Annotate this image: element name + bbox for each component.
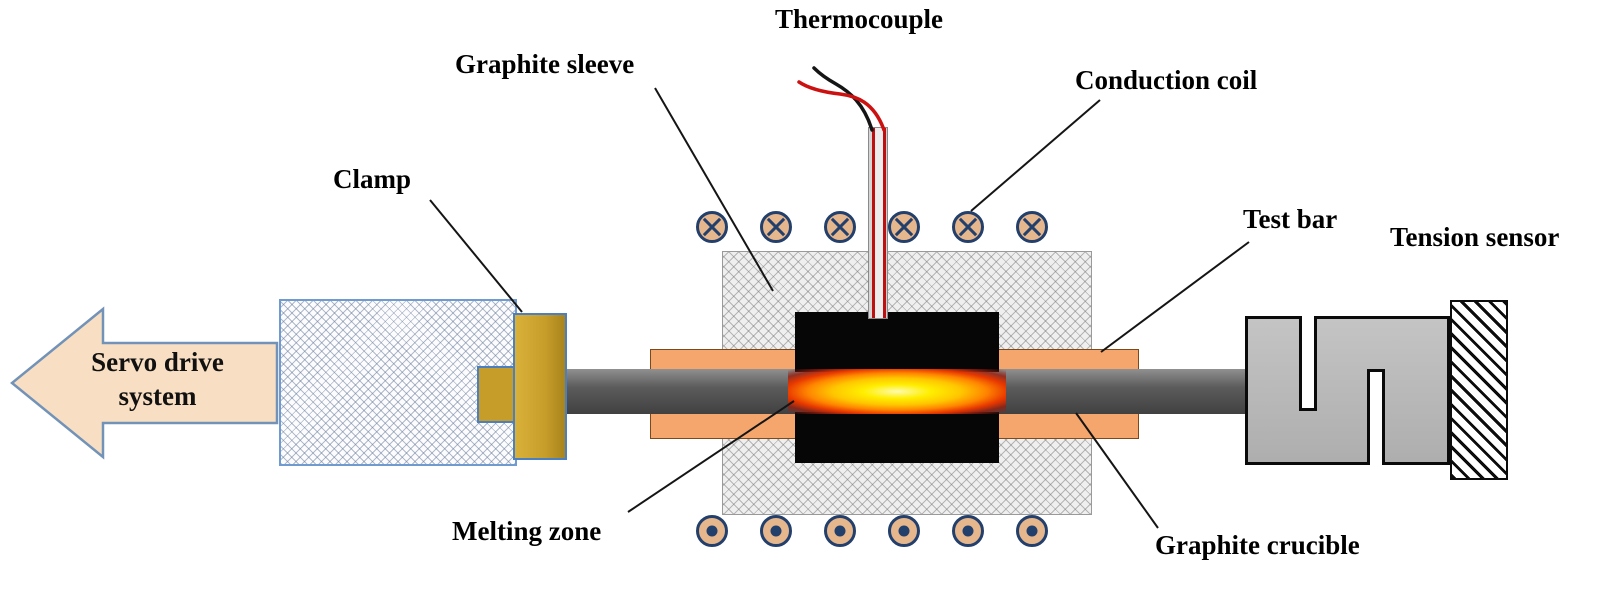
tension-grip-block	[1245, 316, 1450, 465]
coil-current-in-icon	[952, 211, 984, 243]
coil-current-out-icon	[888, 515, 920, 547]
label-thermocouple: Thermocouple	[775, 4, 943, 34]
coil-current-out-icon	[952, 515, 984, 547]
coil-current-out-icon	[824, 515, 856, 547]
conduction-coil-top-row	[696, 211, 1048, 243]
label-conduction-coil: Conduction coil	[1075, 65, 1258, 95]
drive-housing-block	[279, 299, 517, 466]
coil-current-out-icon	[1016, 515, 1048, 547]
conduction-coil-bottom-row	[696, 515, 1048, 547]
label-melting-zone: Melting zone	[452, 516, 602, 546]
grip-slot-top	[1299, 316, 1317, 411]
crucible-bottom-block	[795, 412, 999, 463]
coil-current-in-icon	[824, 211, 856, 243]
coil-current-out-icon	[760, 515, 792, 547]
servo-arrow-shape	[10, 306, 279, 460]
coil-current-in-icon	[888, 211, 920, 243]
coil-current-in-icon	[760, 211, 792, 243]
servo-drive-label: Servo drive system	[40, 345, 275, 413]
label-graphite-sleeve: Graphite sleeve	[455, 49, 635, 79]
clamp-tab	[477, 366, 519, 423]
melting-zone-glow	[788, 369, 1006, 414]
label-graphite-crucible: Graphite crucible	[1155, 530, 1360, 560]
crucible-top-block	[795, 312, 999, 372]
clamp-block	[513, 313, 567, 460]
label-test-bar: Test bar	[1243, 204, 1338, 234]
coil-current-in-icon	[696, 211, 728, 243]
servo-drive-label-line1: Servo drive	[91, 347, 224, 377]
label-clamp: Clamp	[333, 164, 412, 194]
coil-current-out-icon	[696, 515, 728, 547]
tension-sensor-wall	[1450, 300, 1508, 480]
grip-slot-bottom	[1367, 369, 1385, 465]
servo-drive-label-line2: system	[118, 381, 197, 411]
coil-current-in-icon	[1016, 211, 1048, 243]
label-tension-sensor: Tension sensor	[1390, 222, 1560, 252]
